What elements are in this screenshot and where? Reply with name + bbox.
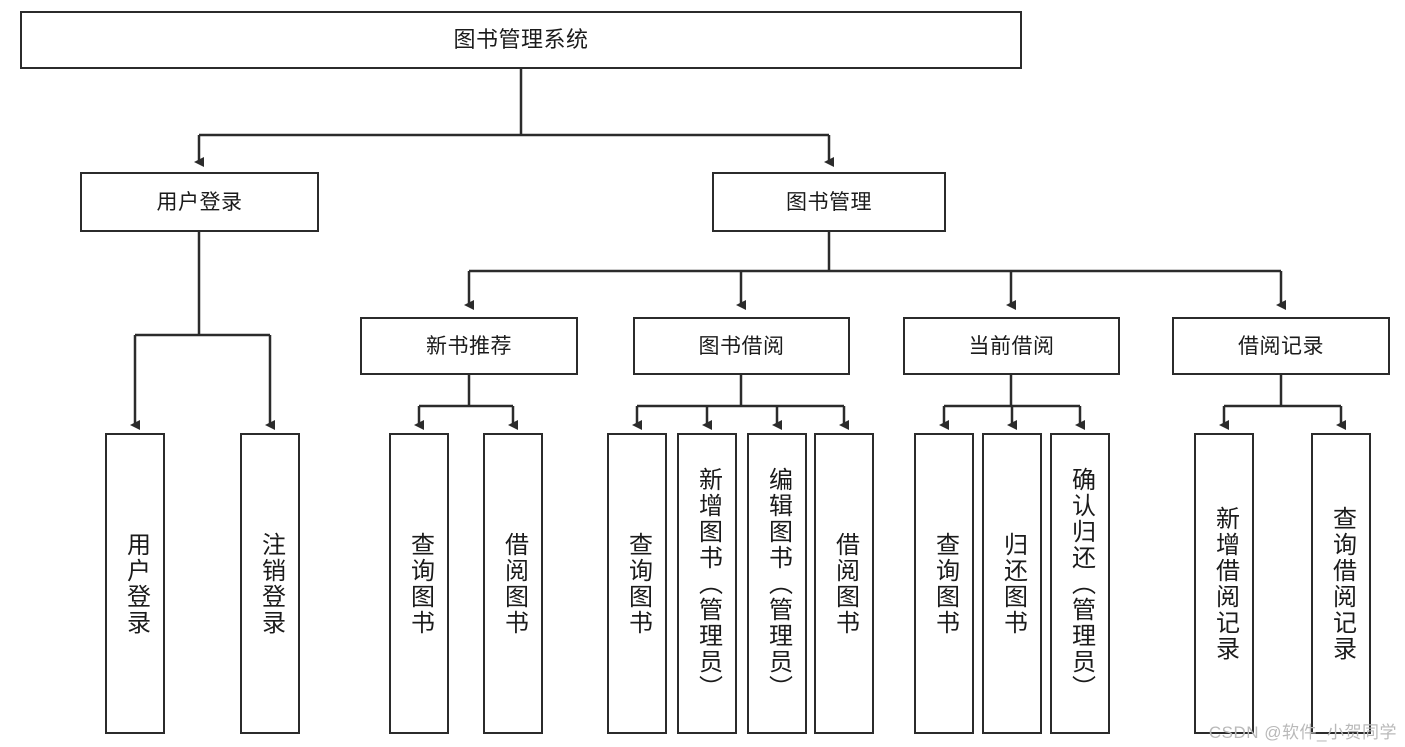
leaf-current-borrow-confirm-return[interactable]: 确认归还（管理员） <box>1050 433 1110 734</box>
leaf-new-book-borrow-book[interactable]: 借阅图书 <box>483 433 543 734</box>
node-label: 编辑图书（管理员） <box>764 466 792 701</box>
node-label: 注销登录 <box>257 531 285 636</box>
node-label: 查询借阅记录 <box>1328 505 1356 662</box>
leaf-book-borrow-query-book[interactable]: 查询图书 <box>607 433 667 734</box>
node-label: 归还图书 <box>999 531 1027 636</box>
node-label: 图书管理系统 <box>453 27 589 52</box>
leaf-borrow-record-add-record[interactable]: 新增借阅记录 <box>1194 433 1254 734</box>
leaf-book-borrow-edit-book[interactable]: 编辑图书（管理员） <box>747 433 807 734</box>
node-label: 新增图书（管理员） <box>694 466 722 701</box>
node-label: 确认归还（管理员） <box>1067 466 1095 701</box>
node-new-book-recommend[interactable]: 新书推荐 <box>360 317 578 375</box>
node-label: 查询图书 <box>931 531 959 636</box>
node-label: 查询图书 <box>624 531 652 636</box>
leaf-user-login-login[interactable]: 用户登录 <box>105 433 165 734</box>
node-label: 用户登录 <box>156 190 243 214</box>
leaf-user-login-logout[interactable]: 注销登录 <box>240 433 300 734</box>
leaf-current-borrow-query-book[interactable]: 查询图书 <box>914 433 974 734</box>
node-label: 新书推荐 <box>426 334 512 358</box>
node-label: 借阅记录 <box>1238 334 1324 358</box>
node-label: 图书管理 <box>786 190 872 214</box>
node-user-login[interactable]: 用户登录 <box>80 172 319 232</box>
node-book-management[interactable]: 图书管理 <box>712 172 946 232</box>
leaf-book-borrow-borrow-book[interactable]: 借阅图书 <box>814 433 874 734</box>
node-root-book-management-system[interactable]: 图书管理系统 <box>20 11 1022 69</box>
leaf-book-borrow-add-book[interactable]: 新增图书（管理员） <box>677 433 737 734</box>
node-label: 查询图书 <box>406 531 434 636</box>
leaf-borrow-record-query-record[interactable]: 查询借阅记录 <box>1311 433 1371 734</box>
leaf-current-borrow-return-book[interactable]: 归还图书 <box>982 433 1042 734</box>
node-label: 借阅图书 <box>831 531 859 636</box>
node-label: 当前借阅 <box>968 334 1055 358</box>
node-label: 用户登录 <box>122 531 150 636</box>
leaf-new-book-query-book[interactable]: 查询图书 <box>389 433 449 734</box>
node-label: 借阅图书 <box>500 531 528 636</box>
node-label: 图书借阅 <box>698 334 785 358</box>
node-label: 新增借阅记录 <box>1211 505 1239 662</box>
node-borrow-record[interactable]: 借阅记录 <box>1172 317 1390 375</box>
node-book-borrow[interactable]: 图书借阅 <box>633 317 850 375</box>
node-current-borrow[interactable]: 当前借阅 <box>903 317 1120 375</box>
